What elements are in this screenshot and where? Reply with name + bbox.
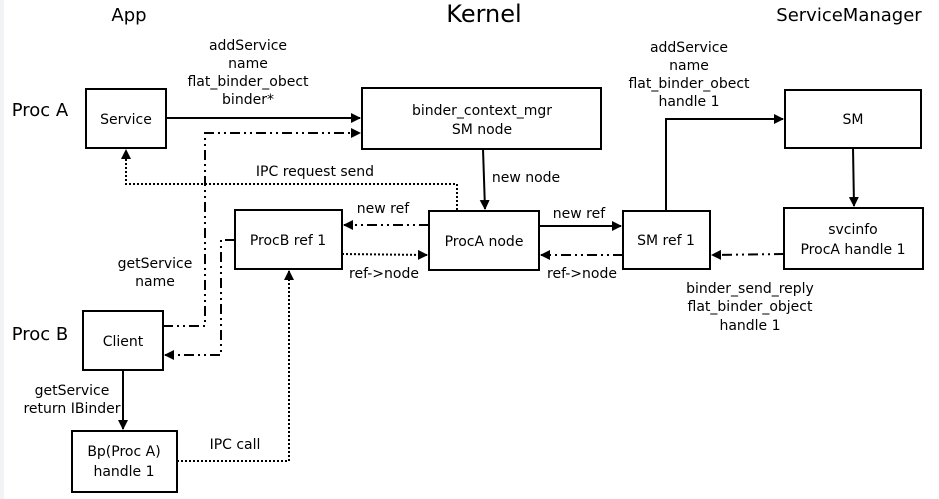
label-new-node: new node	[492, 170, 560, 186]
add-service-1-line-3: flat_binder_obect	[187, 74, 309, 90]
get-service-return-line-1: getService	[35, 383, 110, 399]
bp-proca-node: Bp(Proc A) handle 1	[71, 430, 178, 493]
header-kernel: Kernel	[446, 0, 521, 28]
label-new-ref-right: new ref	[553, 206, 606, 222]
service-label: Service	[100, 112, 152, 128]
edge-new-node	[479, 148, 490, 210]
edge-client-get-service	[163, 128, 361, 327]
sm-node: SM	[784, 89, 922, 149]
svcinfo-node: svcinfo ProcA handle 1	[783, 207, 924, 270]
sm-ref1-node: SM ref 1	[622, 210, 711, 270]
add-service-1-line-1: addService	[209, 38, 287, 54]
client-label: Client	[103, 334, 144, 350]
edge-ref-node-procb	[341, 249, 428, 260]
procb-ref1-node: ProcB ref 1	[234, 209, 343, 270]
label-new-ref-left: new ref	[357, 201, 410, 217]
header-proc-a: Proc A	[12, 100, 69, 121]
header-app: App	[111, 5, 146, 26]
label-add-service-2: addService name flat_binder_obect handle…	[628, 40, 750, 110]
binder-send-reply-line-1: binder_send_reply	[686, 281, 814, 297]
binder-send-reply-line-2: flat_binder_object	[688, 299, 813, 315]
add-service-2-line-1: addService	[650, 40, 728, 56]
get-service-name-line-2: name	[135, 274, 175, 290]
edge-sm-to-svcinfo	[848, 147, 859, 207]
header-proc-b: Proc B	[12, 324, 69, 345]
edge-return-to-client	[164, 239, 235, 360]
binder-context-mgr-node: binder_context_mgr SM node	[361, 87, 602, 150]
label-ipc-request-send: IPC request send	[256, 164, 374, 180]
add-service-2-line-4: handle 1	[658, 94, 719, 110]
header-service-manager: ServiceManager	[776, 5, 922, 26]
label-get-service-return: getService return IBinder	[23, 383, 120, 417]
svcinfo-label: svcinfo	[828, 222, 878, 238]
binder-send-reply-line-3: handle 1	[719, 318, 780, 334]
edge-binder-send-reply	[711, 249, 785, 260]
add-service-2-line-3: flat_binder_obect	[628, 76, 750, 92]
label-binder-send-reply: binder_send_reply flat_binder_object han…	[686, 281, 814, 334]
label-add-service-1: addService name flat_binder_obect binder…	[187, 38, 309, 108]
svcinfo-proca-label: ProcA handle 1	[800, 242, 905, 258]
label-ref-node-right: ref->node	[547, 266, 617, 282]
add-service-1-line-4: binder*	[222, 92, 274, 108]
sm-ref1-label: SM ref 1	[637, 233, 695, 249]
label-ref-node-left: ref->node	[349, 266, 419, 282]
add-service-2-line-2: name	[669, 58, 709, 74]
label-get-service-name: getService name	[118, 256, 193, 290]
edge-ipc-request-send	[121, 149, 458, 210]
client-node: Client	[82, 310, 164, 371]
left-edge-strip	[0, 0, 4, 499]
binder-context-mgr-label: binder_context_mgr	[412, 103, 552, 119]
add-service-1-line-2: name	[228, 56, 268, 72]
bp-proca-label: Bp(Proc A)	[87, 444, 160, 460]
sm-label: SM	[843, 112, 864, 128]
bp-handle-label: handle 1	[93, 464, 154, 480]
edge-ipc-call	[177, 270, 294, 462]
get-service-return-line-2: return IBinder	[23, 401, 120, 417]
proca-node: ProcA node	[428, 210, 540, 271]
service-node: Service	[85, 88, 167, 149]
get-service-name-line-1: getService	[118, 256, 193, 272]
edge-add-service-sm	[665, 114, 784, 211]
sm-node-label: SM node	[452, 122, 512, 138]
procb-ref1-label: ProcB ref 1	[250, 233, 326, 249]
proca-node-label: ProcA node	[445, 234, 524, 250]
label-ipc-call: IPC call	[210, 437, 261, 453]
